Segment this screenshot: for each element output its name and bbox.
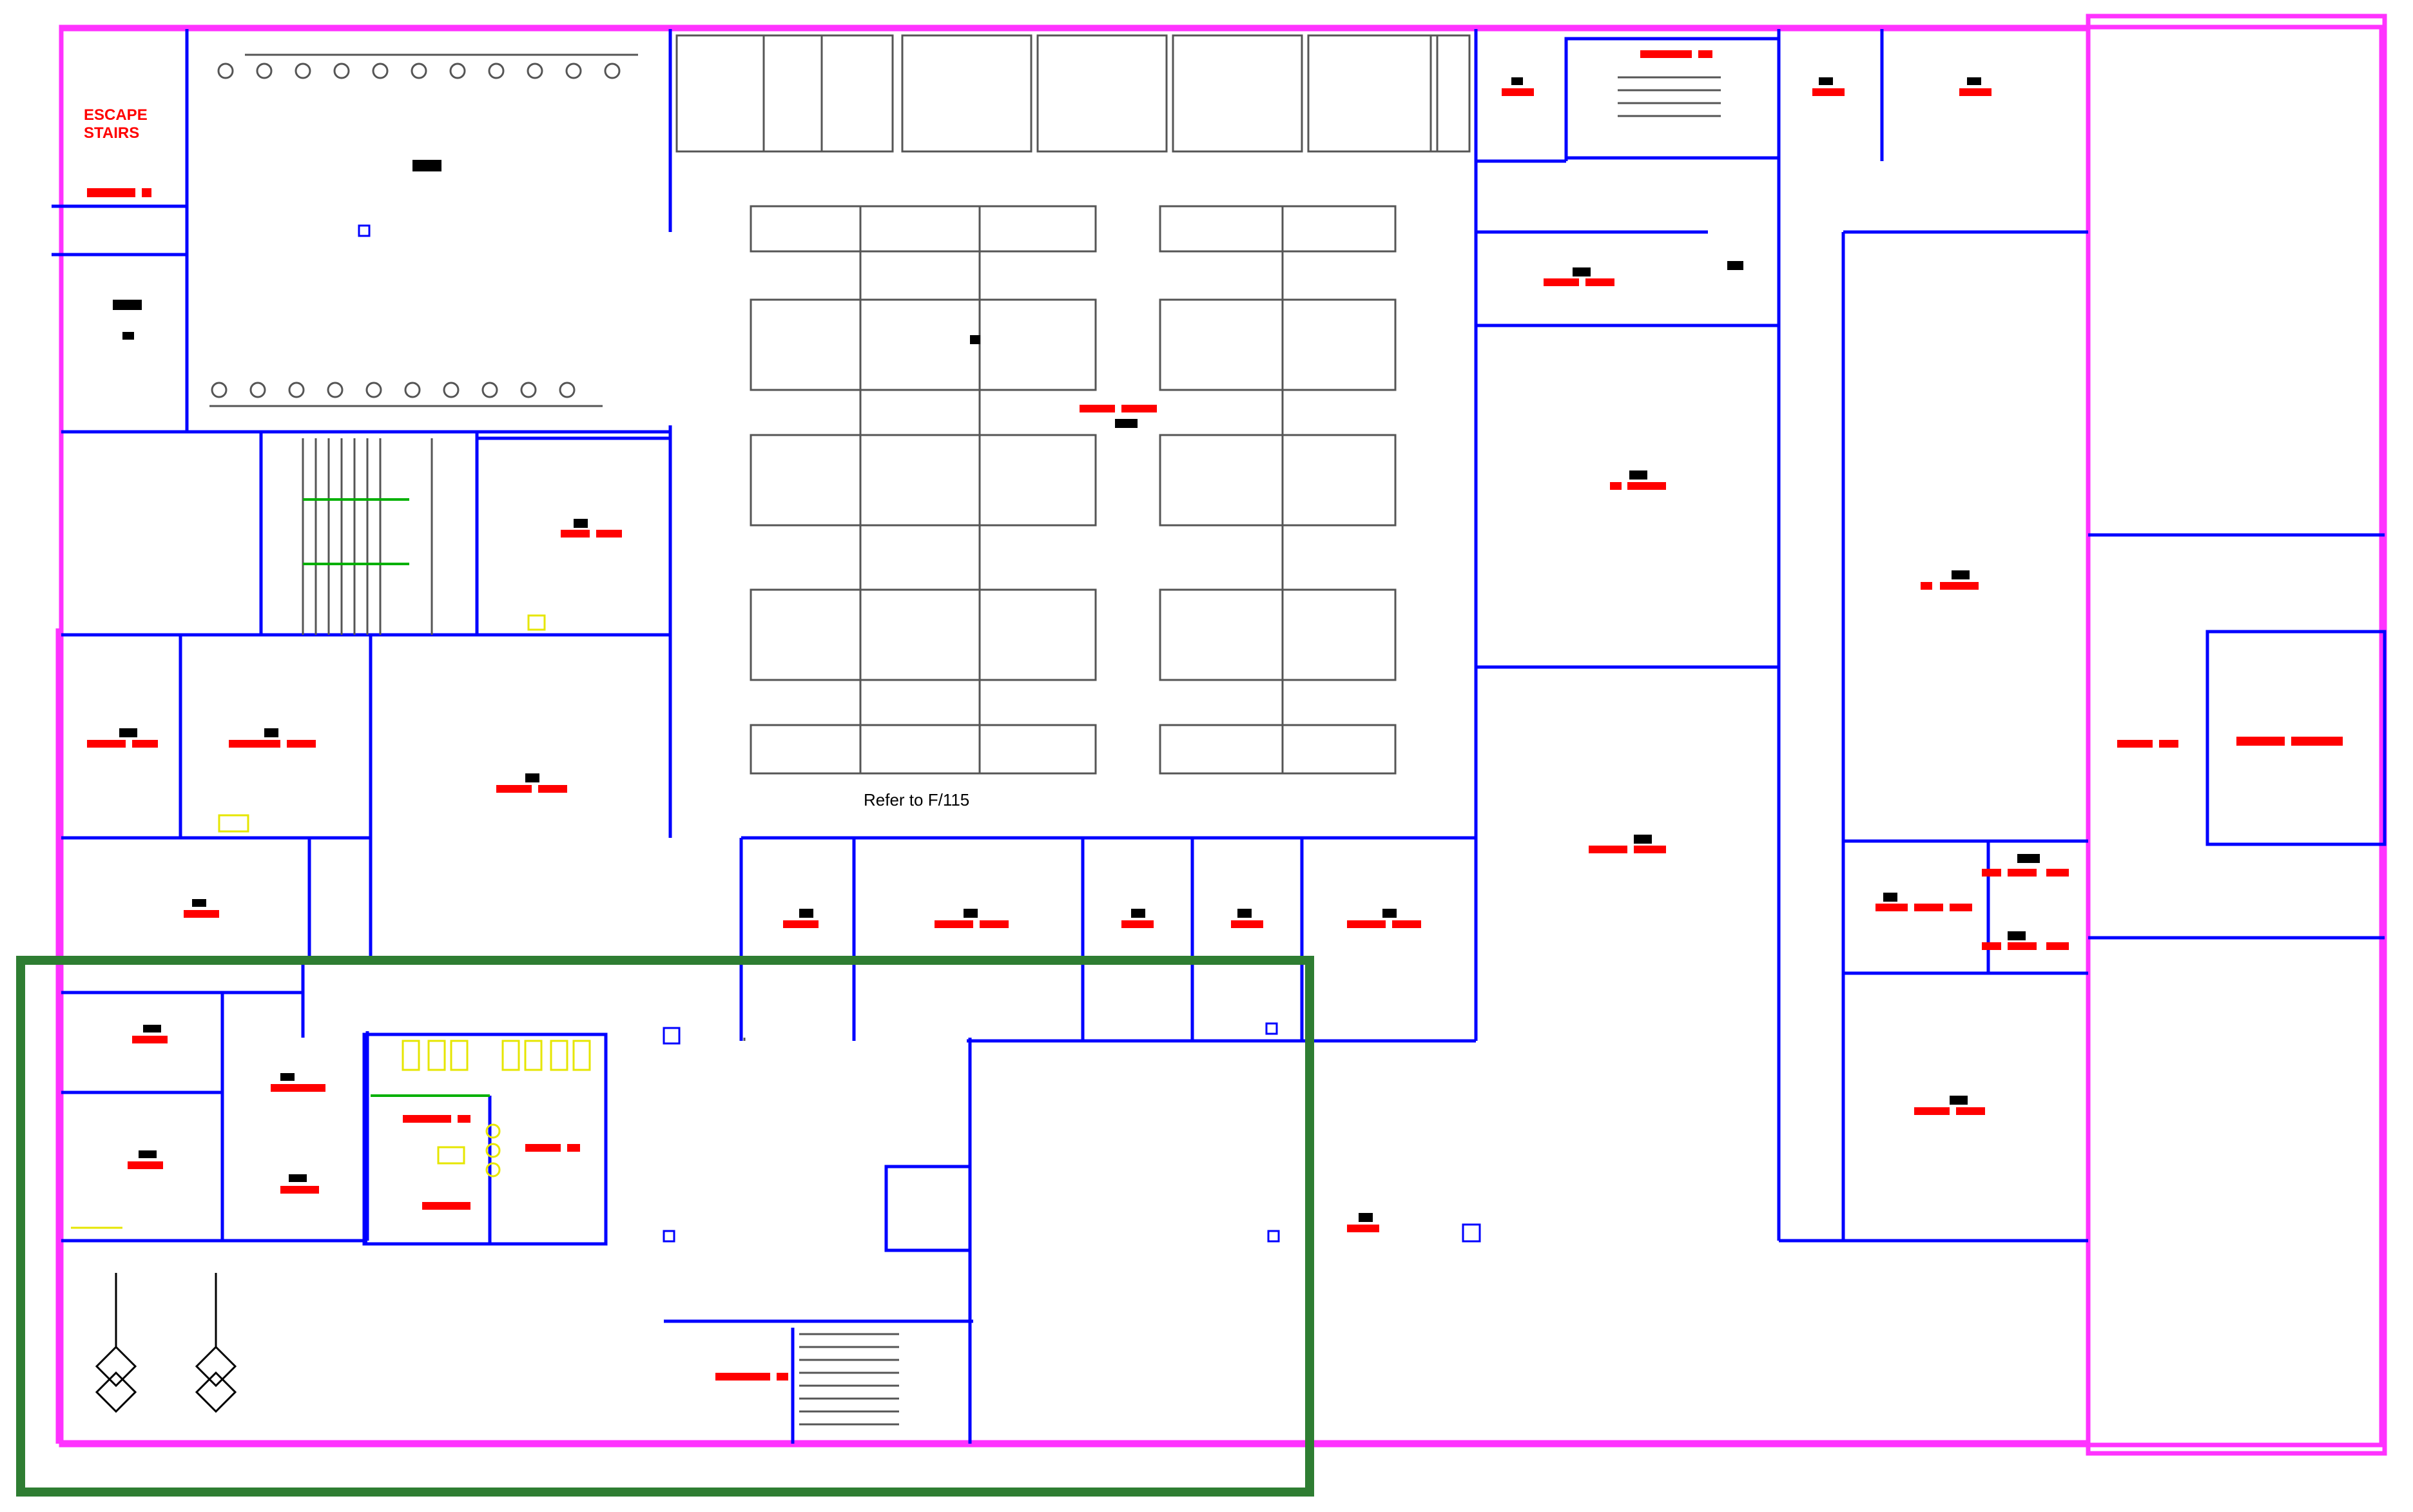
exterior-wall-east-block (2086, 14, 2387, 1456)
stair-markers (303, 498, 490, 1097)
exterior-walls (55, 14, 2387, 1456)
electrical-symbols (95, 1273, 237, 1413)
refer-note-label: Refer to F/115 (864, 790, 969, 809)
exterior-wall-main (59, 24, 2384, 1448)
stair-treads (302, 76, 1721, 1426)
cubicle-block (901, 34, 1032, 153)
cubicle-block (1429, 34, 1471, 153)
cubicle-block (675, 34, 823, 153)
highlight-frame (16, 956, 1314, 1497)
cubicle-block (1307, 34, 1439, 153)
cubicle-block (1036, 34, 1168, 153)
wall-toilets (362, 1032, 608, 1246)
toilet-fixtures (71, 614, 591, 1229)
chair-row (209, 53, 638, 407)
cubicle-block (1172, 34, 1303, 153)
wall-lift (884, 1165, 972, 1252)
room-tags (87, 50, 2343, 1381)
interior-walls (52, 29, 2387, 1444)
cubicle-block (762, 34, 894, 153)
desk-row (750, 205, 1397, 775)
column-markers (358, 224, 1481, 1243)
escape-stairs-label-line1: ESCAPE (84, 106, 148, 124)
escape-stairs-label-line2: STAIRS (84, 124, 139, 142)
wall-e-c (2205, 630, 2387, 846)
workstations (209, 34, 1721, 1426)
